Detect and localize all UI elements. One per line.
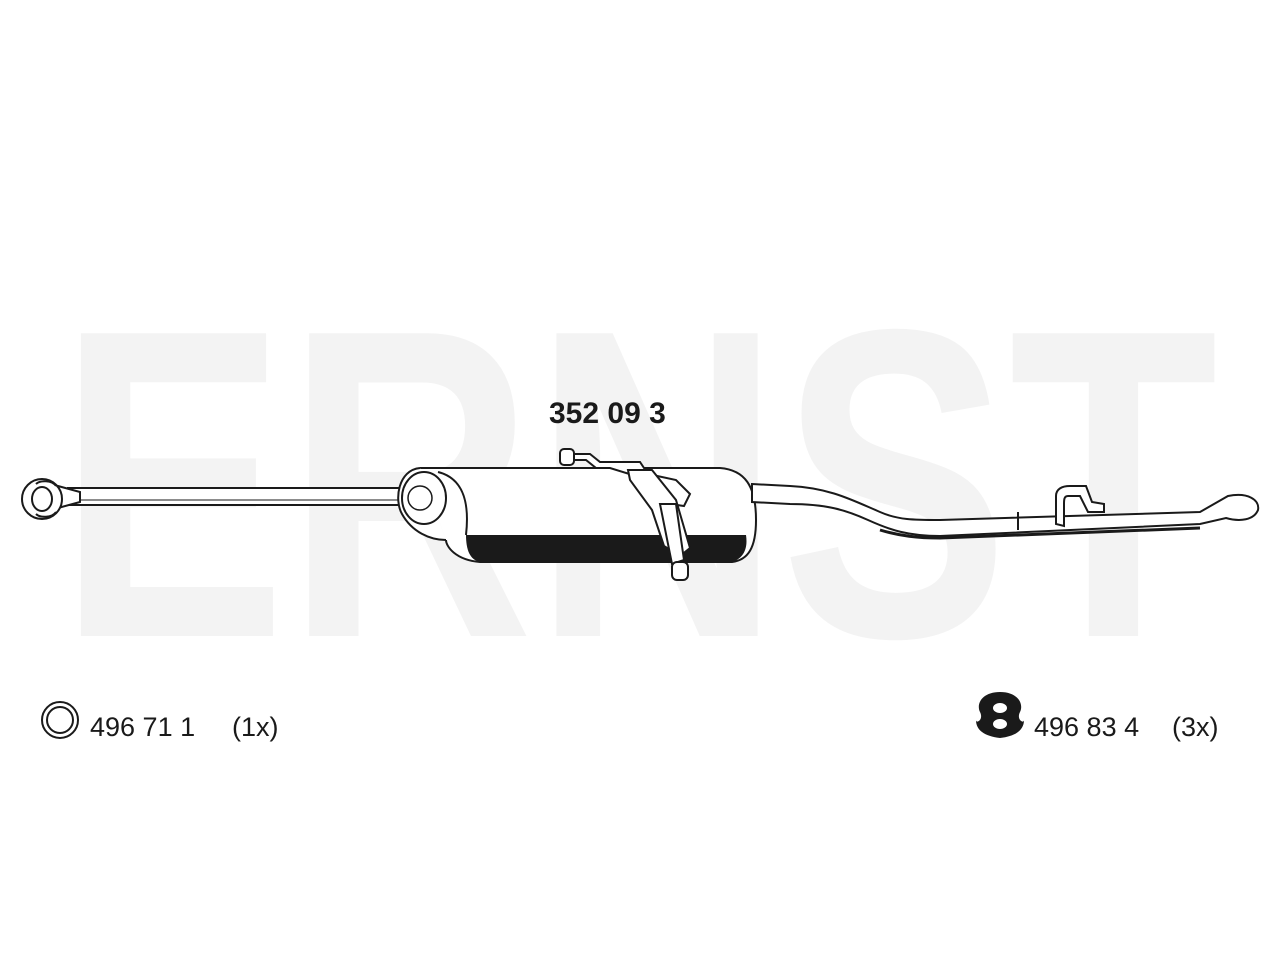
rubber-hanger-icon <box>976 692 1024 738</box>
accessory-code: 496 83 4 <box>1034 712 1139 742</box>
part-number-title: 352 09 3 <box>549 397 666 430</box>
accessory-code: 496 71 1 <box>90 712 195 742</box>
tailpipe <box>751 482 1260 540</box>
accessory-quantity: (1x) <box>232 712 279 742</box>
accessory-quantity: (3x) <box>1172 712 1219 742</box>
inlet-flange <box>21 478 81 520</box>
mounting-bracket <box>559 448 692 581</box>
accessory-ring-gasket: 496 71 1 (1x) <box>41 701 279 742</box>
ring-gasket-icon <box>41 701 79 739</box>
tailpipe-hanger <box>1055 485 1105 528</box>
muffler <box>397 467 758 563</box>
accessory-rubber-hanger: 496 83 4 (3x) <box>976 692 1219 742</box>
inlet-pipe <box>67 487 414 506</box>
